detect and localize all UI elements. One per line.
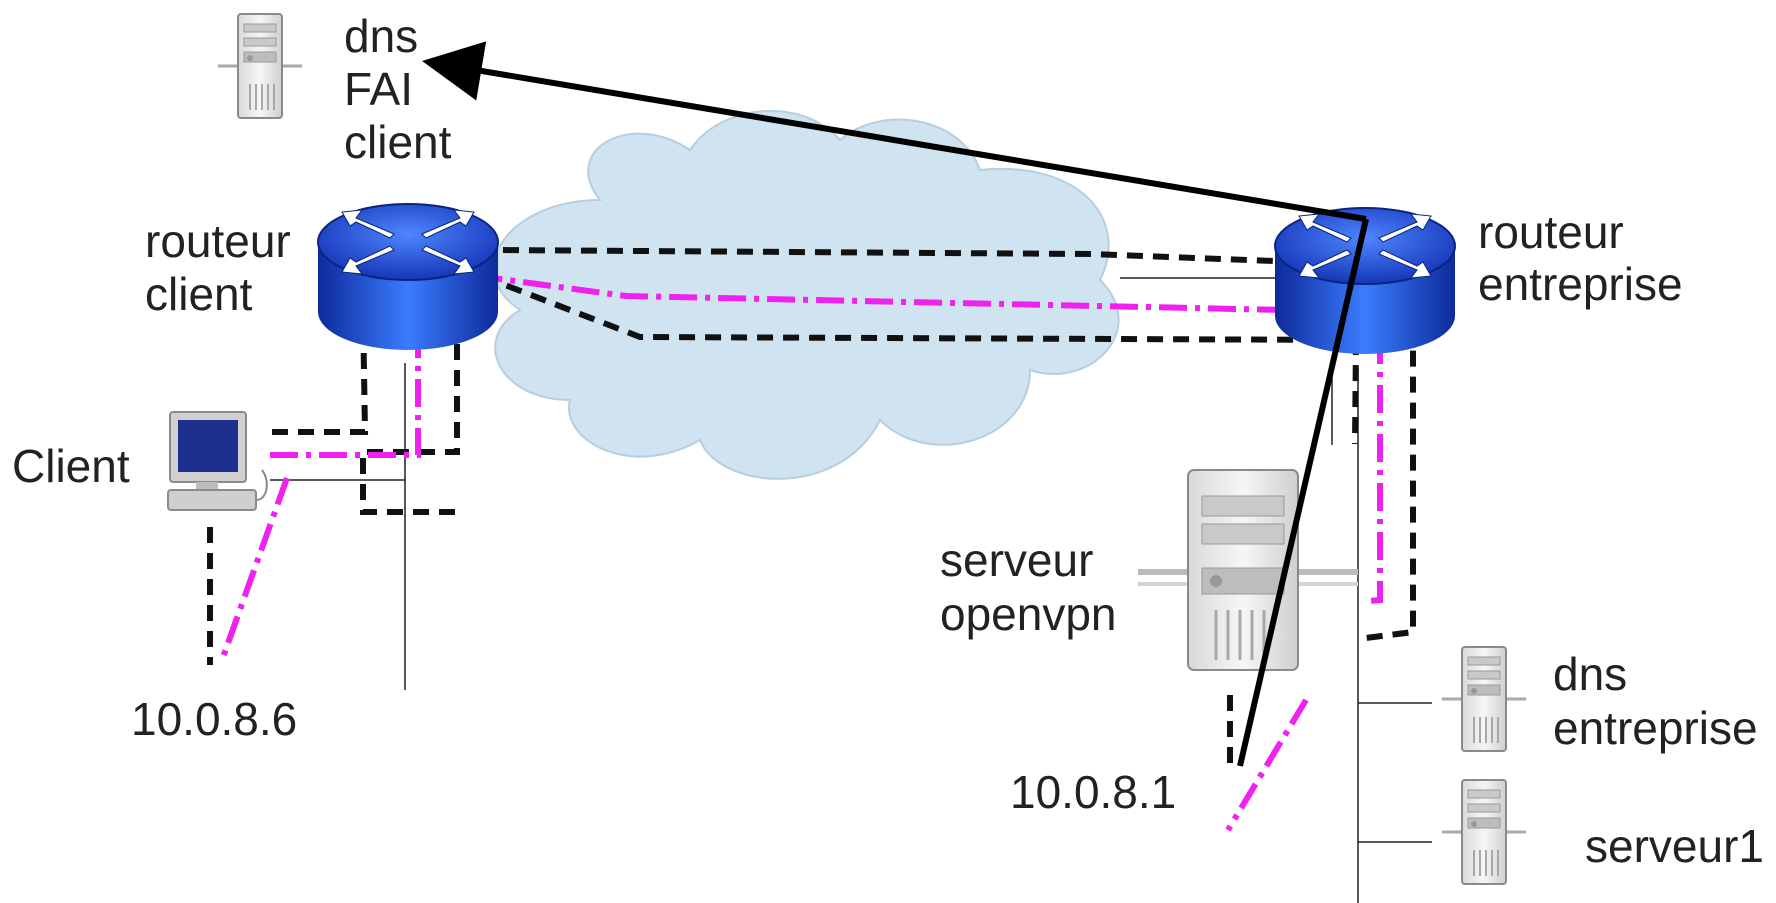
router-client-icon bbox=[317, 203, 499, 351]
dns-fai-server-icon bbox=[216, 12, 304, 120]
vpn-tunnel-magenta bbox=[219, 264, 1383, 832]
dns-entreprise-label: dns entreprise bbox=[1553, 648, 1758, 754]
dns-fai-label: dns FAI client bbox=[344, 10, 452, 168]
openvpn-server-icon bbox=[1138, 469, 1358, 671]
serveur1-server-icon bbox=[1440, 778, 1528, 886]
ip-server-label: 10.0.8.1 bbox=[1010, 766, 1176, 818]
routeur-entreprise-label: routeur entreprise bbox=[1478, 206, 1683, 310]
dns-entreprise-server-icon bbox=[1440, 645, 1528, 753]
routeur-client-label: routeur client bbox=[145, 215, 304, 320]
physical-links bbox=[270, 277, 1432, 903]
serveur-openvpn-label: serveur openvpn bbox=[940, 534, 1117, 640]
ip-client-label: 10.0.8.6 bbox=[131, 693, 297, 745]
client-label: Client bbox=[12, 440, 130, 492]
serveur1-label: serveur1 bbox=[1585, 820, 1764, 872]
dns-query-path bbox=[422, 41, 1369, 767]
client-workstation-icon bbox=[167, 411, 268, 511]
internet-cloud-icon bbox=[492, 109, 1120, 480]
